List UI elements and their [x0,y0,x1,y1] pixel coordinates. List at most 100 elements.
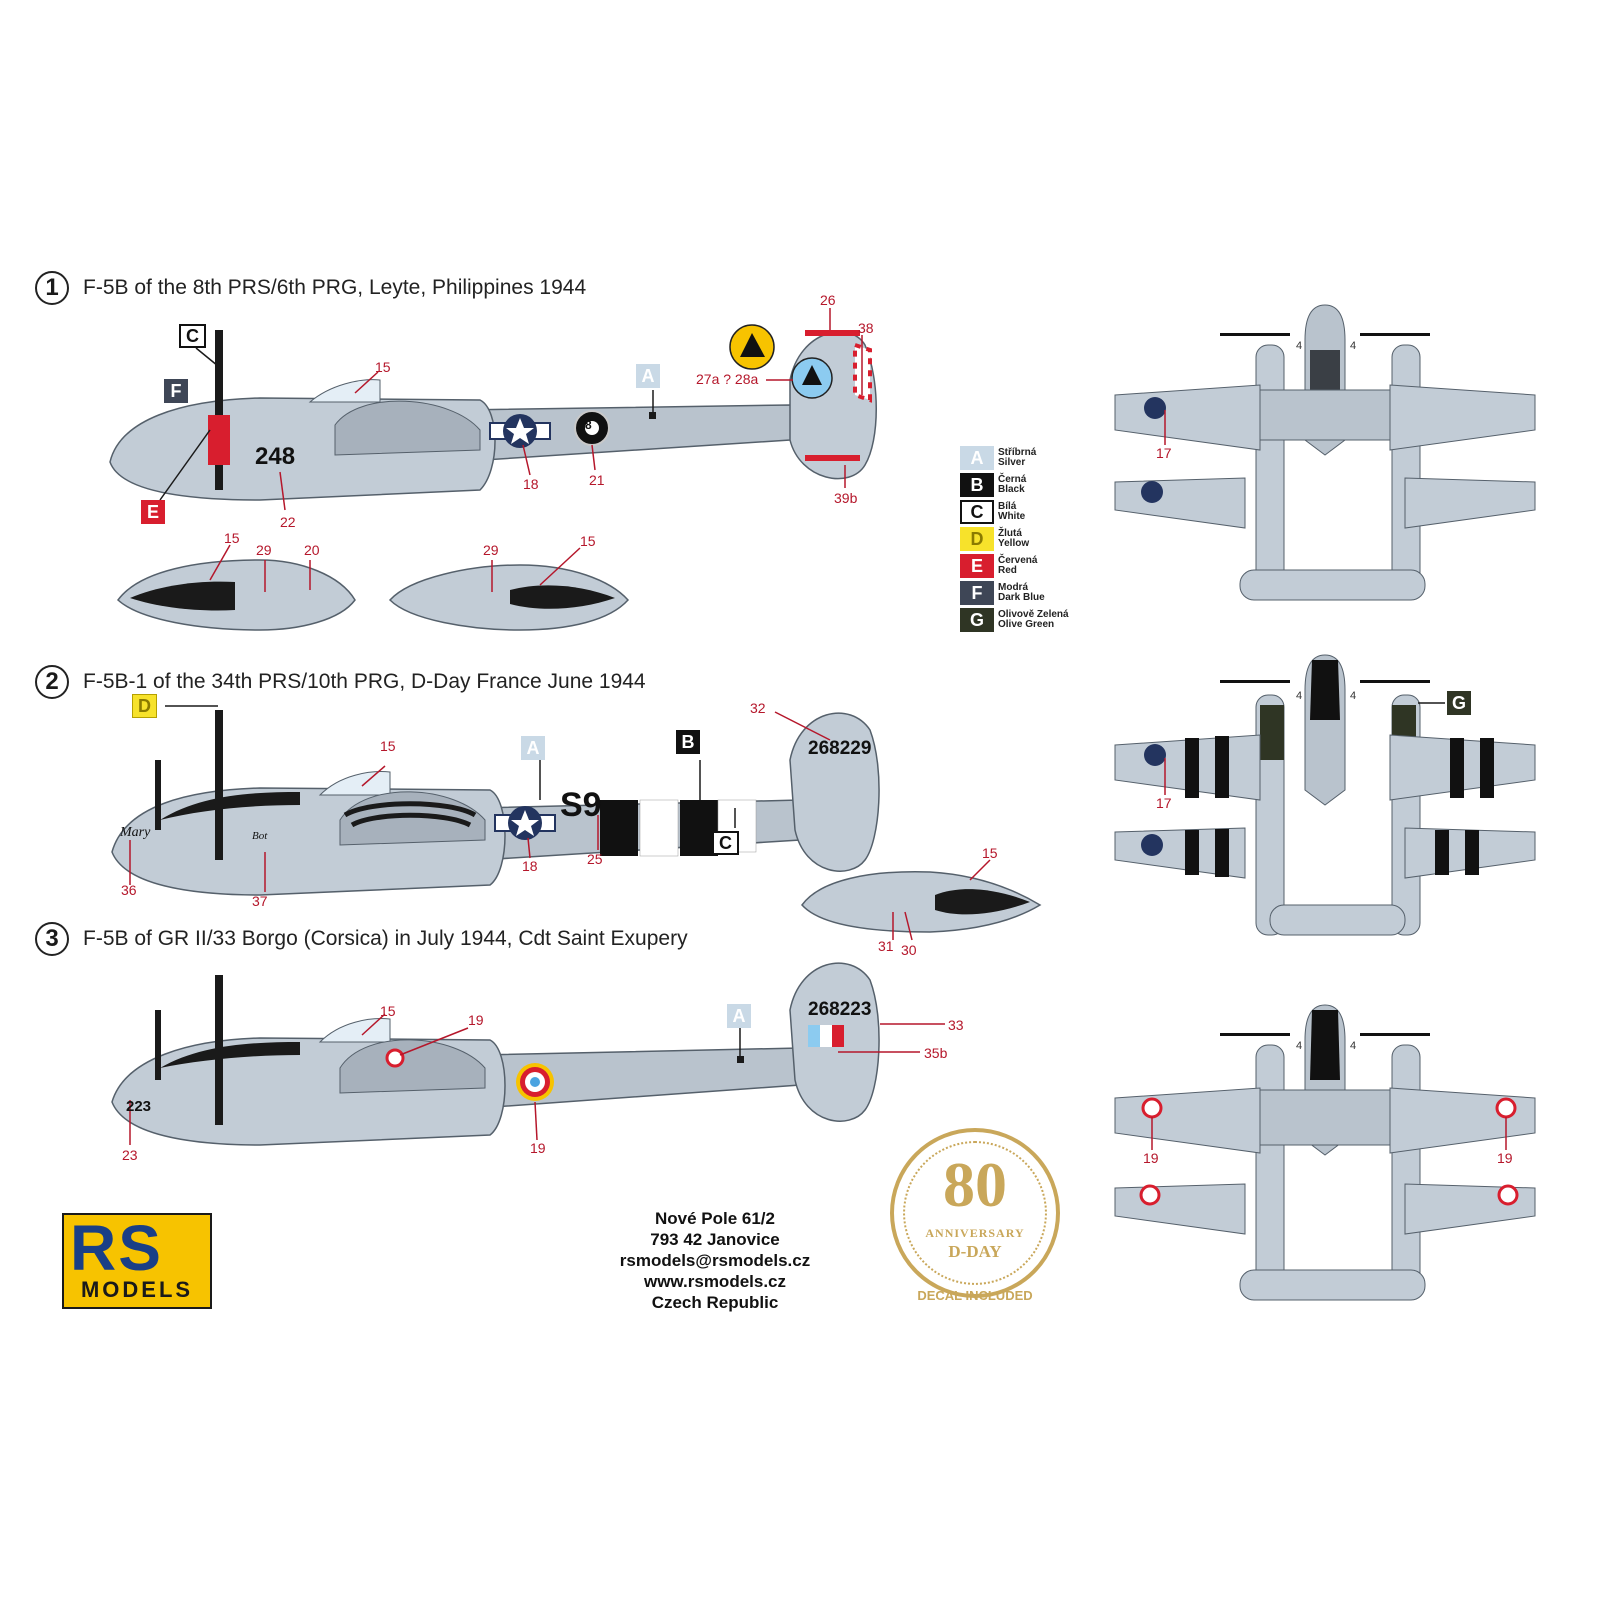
callout: 37 [252,893,268,909]
legend-en: White [998,511,1026,522]
color-chip-a: A [636,364,660,388]
scheme-1-title: 1 F-5B of the 8th PRS/6th PRG, Leyte, Ph… [35,271,586,305]
color-chip-c: C [179,324,206,348]
badge-number: 80 [943,1149,1007,1220]
nose-code: 223 [126,1098,152,1115]
legend-swatch: C [960,500,994,524]
callout: 23 [122,1147,138,1163]
callout: 17 [1156,445,1172,461]
nose-art-name-2: Bot [252,830,268,842]
legend-swatch: A [960,446,994,470]
scheme-3-title: 3 F-5B of GR II/33 Borgo (Corsica) in Ju… [35,922,688,956]
callout: 4 [1296,340,1303,352]
badge-line-2: D-DAY [948,1242,1002,1261]
callout: 32 [750,700,766,716]
callout: 15 [580,533,596,549]
legend-cz: Stříbrná [998,447,1037,458]
legend-en: Black [998,484,1025,495]
fuselage-code: S9 [560,786,602,824]
color-chip-a: A [727,1004,751,1028]
scheme-number: 2 [35,665,69,699]
star-insignia [511,810,539,836]
callout: 29 [483,542,499,558]
color-chip-g: G [1447,691,1472,715]
legend-swatch: D [960,527,994,551]
scheme-number: 3 [35,922,69,956]
nose-art-name: Mary [120,825,151,840]
legend-en: Yellow [998,538,1030,549]
scheme-title-text: F-5B of GR II/33 Borgo (Corsica) in July… [83,927,688,950]
callout: 18 [523,476,539,492]
callout: 4 [1296,690,1303,702]
roundel [530,1077,540,1087]
callout: 19 [468,1012,484,1028]
color-chip-e: E [141,500,165,524]
callout: 27a ? 28a [696,371,759,387]
legend-swatch: F [960,581,994,605]
callout: 38 [858,320,874,336]
callout: 35b [924,1045,948,1061]
callout: 29 [256,542,272,558]
website-text: www.rsmodels.cz [643,1272,787,1291]
tail-serial: 268223 [808,999,872,1020]
address-line: Nové Pole 61/2 [654,1209,775,1228]
callout: 19 [530,1140,546,1156]
callout: 19 [1143,1150,1159,1166]
callout: 33 [948,1017,964,1033]
callout: 17 [1156,795,1172,811]
legend-cz: Olivově Zelená [998,609,1069,620]
logo-letters: RS [70,1212,163,1284]
email-text: rsmodels@rsmodels.cz [619,1251,811,1270]
callout: 19 [1497,1150,1513,1166]
aircraft-code: 248 [255,443,296,470]
d-day-anniversary-badge: 80 ANNIVERSARY D-DAY DECAL INCLUDED [885,1128,1065,1303]
rs-models-logo: RS MODELS [62,1212,212,1309]
callout: 15 [380,1003,396,1019]
callout: 20 [304,542,320,558]
legend-swatch: B [960,473,994,497]
callout: 15 [982,845,998,861]
eight-ball-number: 8 [585,418,592,432]
callout: 4 [1350,1040,1357,1052]
address-line: Czech Republic [651,1293,779,1312]
legend-cz: Červená [998,555,1038,566]
badge-line-3: DECAL INCLUDED [917,1288,1033,1303]
callout: 4 [1350,690,1357,702]
scheme-2-title: 2 F-5B-1 of the 34th PRS/10th PRG, D-Day… [35,665,646,699]
callout: 4 [1350,340,1357,352]
tail-serial: 268229 [808,738,872,759]
legend-swatch: G [960,608,994,632]
logo-subtitle: MODELS [80,1277,194,1302]
callout: 4 [1296,1040,1303,1052]
callout: 36 [121,882,137,898]
callout: 15 [375,359,391,375]
callout: 25 [587,851,603,867]
legend-en: Silver [998,457,1026,468]
legend-cz: Bílá [998,501,1017,512]
legend-en: Red [998,565,1017,576]
callout: 15 [380,738,396,754]
callout: 22 [280,514,296,530]
scheme-title-text: F-5B-1 of the 34th PRS/10th PRG, D-Day F… [83,670,646,693]
legend-cz: Černá [998,474,1027,485]
scheme-number: 1 [35,271,69,305]
callout: 26 [820,292,836,308]
legend-en: Olive Green [998,619,1055,630]
callout: 39b [834,490,858,506]
color-chip-d: D [132,694,157,718]
legend-en: Dark Blue [998,592,1045,603]
callout: 31 [878,938,894,954]
legend-cz: Žlutá [998,528,1022,539]
legend-swatch: E [960,554,994,578]
callout: 21 [589,472,605,488]
